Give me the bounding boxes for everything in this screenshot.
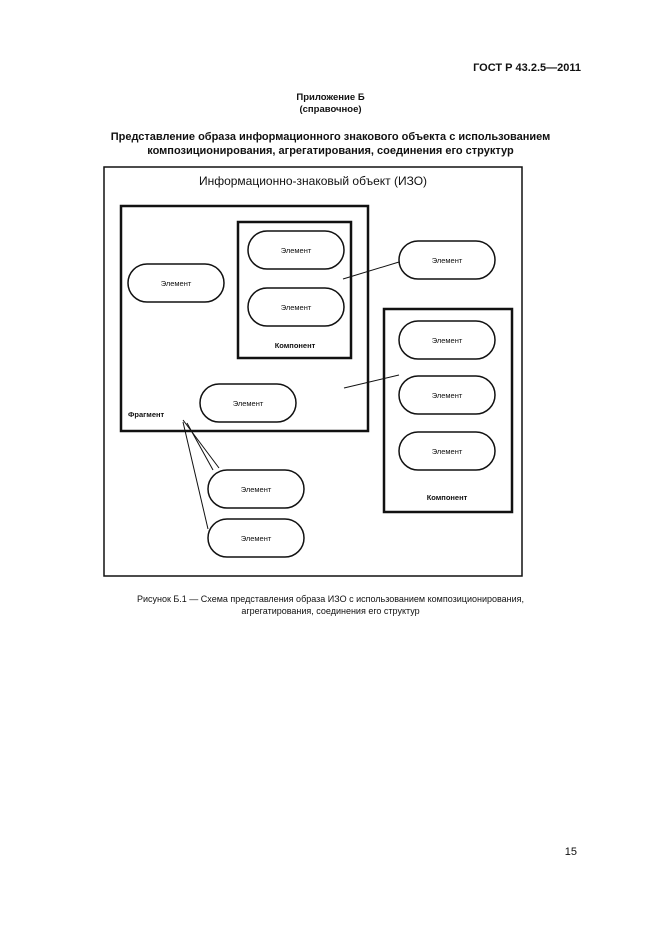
right-component-frame — [382, 307, 514, 514]
element-label: Элемент — [432, 391, 463, 400]
element-label: Элемент — [241, 485, 272, 494]
inner-component-label: Компонент — [275, 341, 316, 350]
object-frame — [103, 166, 523, 577]
element-label: Элемент — [281, 246, 312, 255]
connector-fragment-to-component — [343, 374, 400, 389]
element-shape-right-1 — [398, 320, 496, 360]
object-title: Информационно-знаковый объект (ИЗО) — [199, 174, 427, 188]
document-id: ГОСТ Р 43.2.5—2011 — [473, 62, 581, 74]
element-label: Элемент — [161, 279, 192, 288]
appendix-title: Приложение Б — [296, 92, 365, 103]
fragment-frame — [119, 204, 370, 433]
inner-component-frame — [236, 220, 353, 360]
element-shape-aggregated-2 — [207, 518, 305, 558]
element-label: Элемент — [281, 303, 312, 312]
connector-fragment-aggregate-1a — [182, 419, 220, 469]
figure-caption: Рисунок Б.1 — Схема представления образа… — [60, 593, 601, 617]
element-label: Элемент — [432, 447, 463, 456]
element-shape-external — [398, 240, 496, 280]
connector-component-to-element — [342, 261, 400, 280]
connector-fragment-aggregate-1b — [186, 422, 214, 471]
element-label: Элемент — [432, 336, 463, 345]
fragment-label: Фрагмент — [128, 410, 165, 419]
element-shape-right-2 — [398, 375, 496, 415]
caption-line-2: агрегатирования, соединения его структур — [241, 606, 420, 616]
element-shape-aggregated-1 — [207, 469, 305, 509]
element-shape-right-3 — [398, 431, 496, 471]
element-shape-inner-1 — [247, 230, 345, 270]
page-number: 15 — [564, 846, 577, 858]
element-shape-inner-2 — [247, 287, 345, 327]
element-shape-fragment-left — [127, 263, 225, 303]
element-label: Элемент — [241, 534, 272, 543]
section-heading: Представление образа информационного зна… — [70, 130, 591, 158]
heading-line-1: Представление образа информационного зна… — [110, 131, 551, 143]
heading-line-2: композиционирования, агрегатирования, со… — [147, 145, 514, 157]
element-shape-fragment-bottom — [199, 383, 297, 423]
element-label: Элемент — [233, 399, 264, 408]
caption-line-1: Рисунок Б.1 — Схема представления образа… — [136, 594, 525, 604]
connector-fragment-aggregate-2 — [182, 421, 209, 530]
appendix-note: (справочное) — [299, 104, 362, 115]
element-label: Элемент — [432, 256, 463, 265]
right-component-label: Компонент — [427, 493, 468, 502]
appendix-header: Приложение Б (справочное) — [0, 92, 661, 116]
